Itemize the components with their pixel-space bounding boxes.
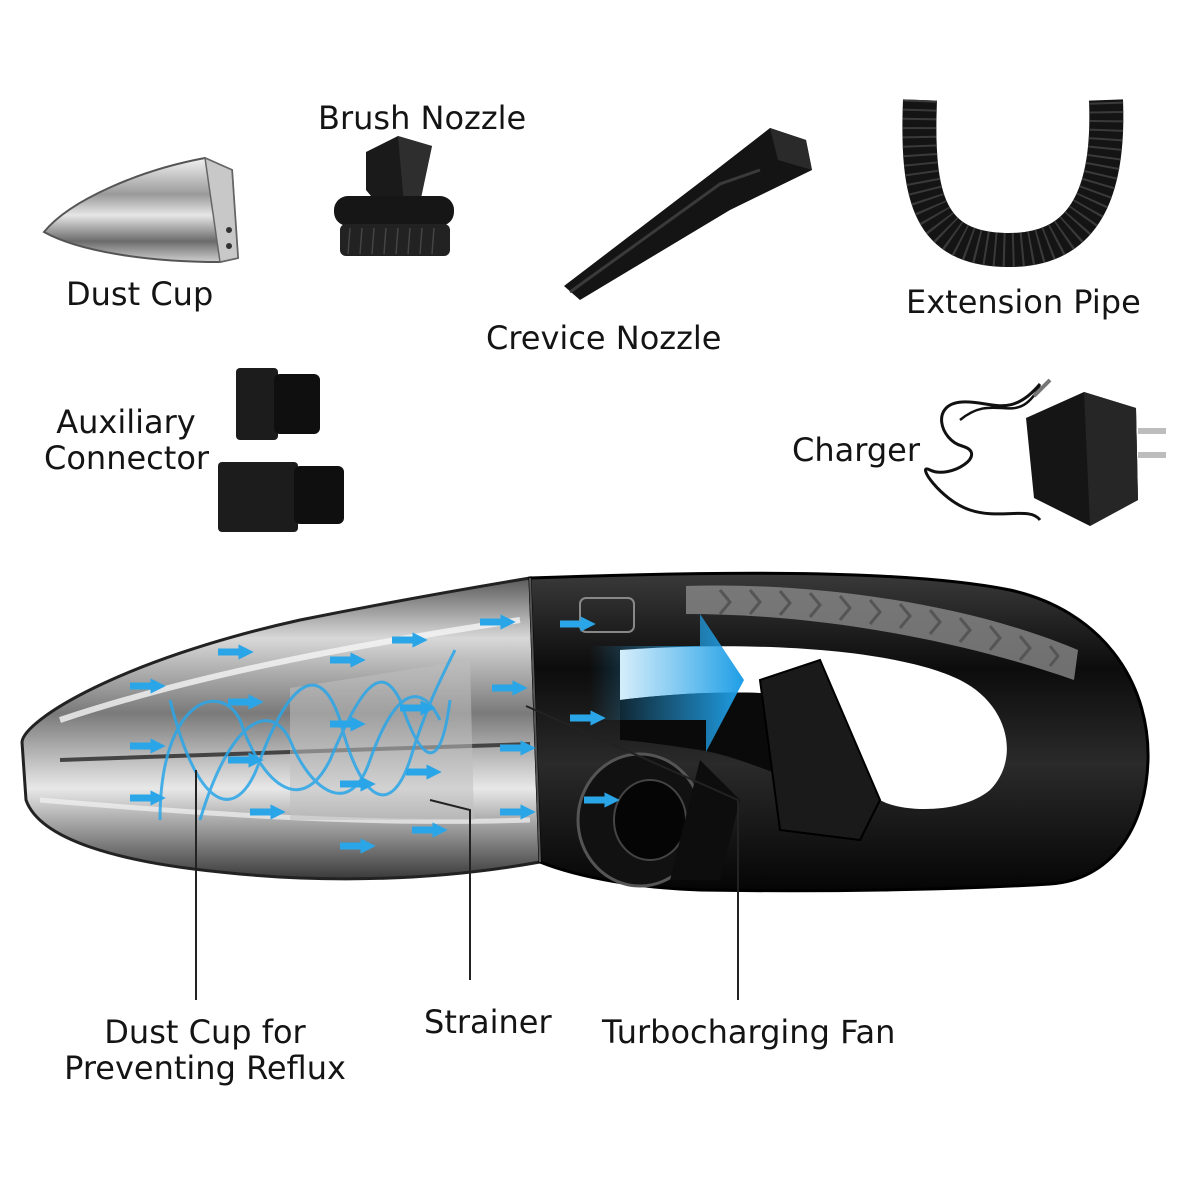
charger-accessory [924,378,1166,526]
dust-cup-reflux-label-line1: Dust Cup for [104,1013,306,1051]
strainer-label: Strainer [424,1003,552,1041]
brush-nozzle-label: Brush Nozzle [318,99,527,137]
crevice-nozzle-accessory [564,128,812,300]
airflow-swirl [158,649,457,821]
exhaust-arrow [590,614,744,752]
extension-pipe-label: Extension Pipe [906,283,1141,321]
airflow-arrows [130,614,620,854]
auxiliary-connector-accessory [218,368,344,532]
auxiliary-connector-label-line2: Connector [44,439,210,477]
dust-cup-accessory [42,156,240,264]
leader-lines [195,705,739,1000]
charger-label: Charger [792,431,920,469]
dust-cup-label: Dust Cup [66,275,214,313]
extension-pipe-accessory [902,99,1124,268]
turbocharging-fan-label: Turbocharging Fan [602,1013,896,1051]
auxiliary-connector-label-line1: Auxiliary [56,403,196,441]
brush-nozzle-accessory [334,136,454,256]
dust-cup-reflux-label-line2: Preventing Reflux [64,1049,346,1087]
crevice-nozzle-label: Crevice Nozzle [486,319,722,357]
